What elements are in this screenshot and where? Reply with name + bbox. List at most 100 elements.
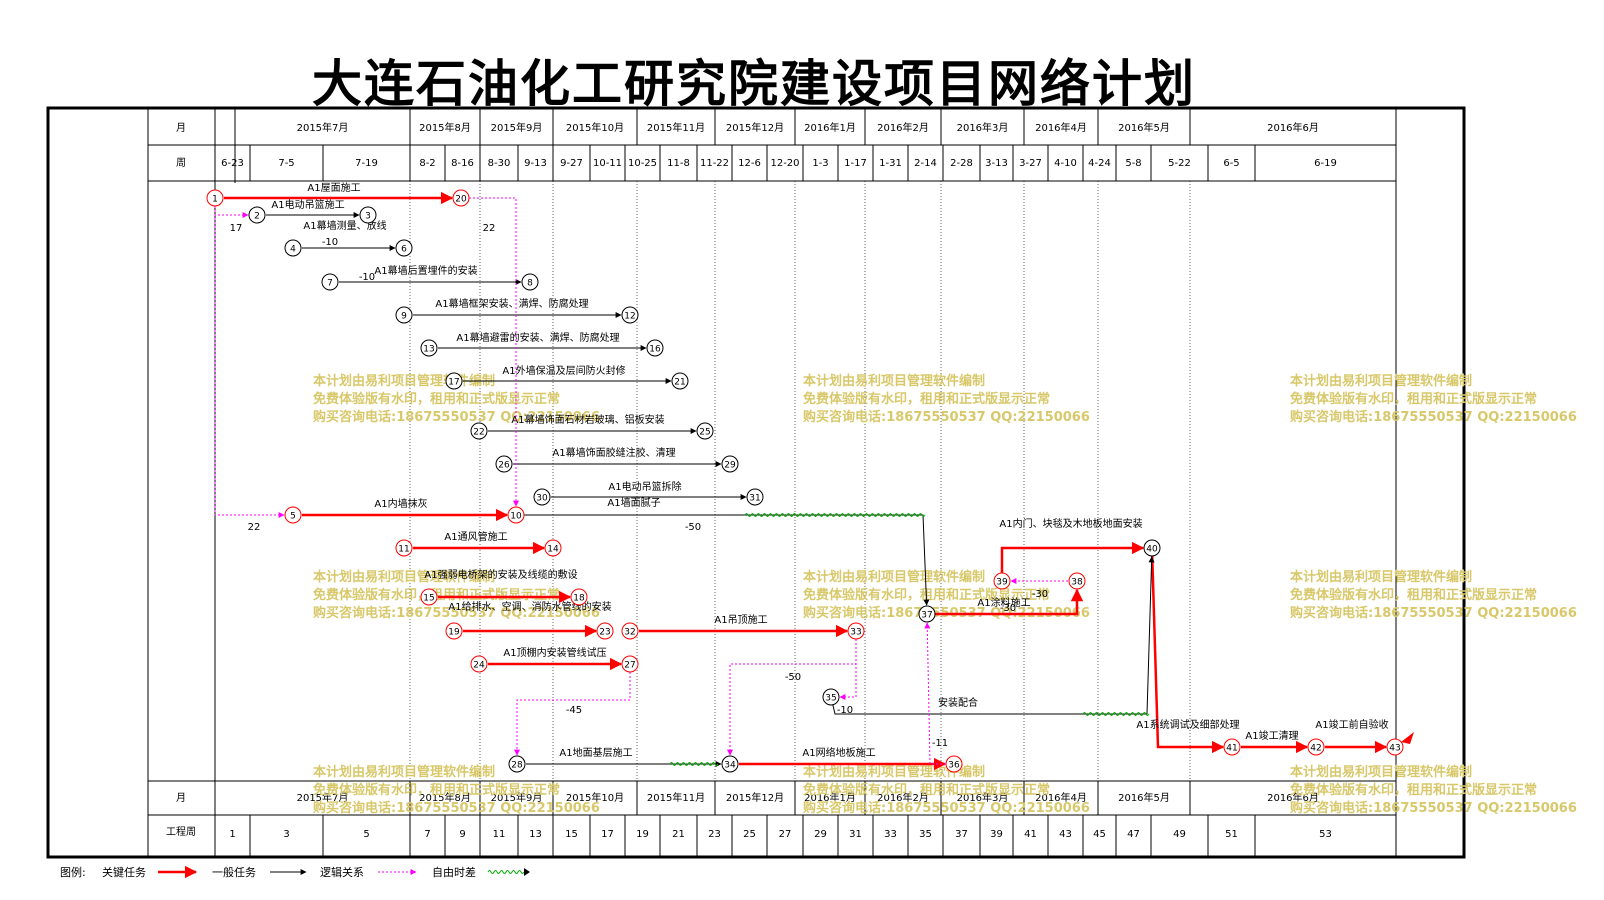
free-float-wave <box>744 513 926 517</box>
node-circle <box>721 755 739 773</box>
watermark-line: 购买咨询电话:18675550537 QQ:22150066 <box>803 800 1090 816</box>
activity-label: A1电动吊篮施工 <box>271 198 344 211</box>
activity-label: A1顶棚内安装管线试压 <box>503 646 606 659</box>
activity-arrow <box>461 197 519 507</box>
activity-label: A1通风管施工 <box>444 530 507 543</box>
week-label: 2-28 <box>950 158 973 169</box>
activity-label: A1内墙抹灰 <box>374 497 427 510</box>
node-number: 24 <box>473 661 485 671</box>
activity-arrow <box>1000 541 1145 581</box>
watermark-line: 本计划由易利项目管理软件编制 <box>1290 373 1472 389</box>
watermark-line: 本计划由易利项目管理软件编制 <box>803 373 985 389</box>
legend-logic-label: 逻辑关系 <box>320 865 364 879</box>
watermark-line: 本计划由易利项目管理软件编制 <box>803 569 985 585</box>
lag-label: -10 <box>322 237 338 248</box>
activity-label: A1幕墙框架安装、满焊、防腐处理 <box>435 297 588 310</box>
week-label: 10-11 <box>593 158 622 169</box>
activity-label: A1网络地板施工 <box>802 746 875 759</box>
workweek-label: 41 <box>1024 829 1037 840</box>
month-label: 2016年6月 <box>1267 791 1319 804</box>
activity-label: A1外墙保温及层间防火封修 <box>502 364 625 377</box>
workweek-row-label: 工程周 <box>166 826 196 838</box>
week-label: 3-13 <box>985 158 1008 169</box>
week-label: 2-14 <box>914 158 937 169</box>
finish-flag-icon <box>1401 732 1414 744</box>
month-label: 2016年5月 <box>1118 791 1170 804</box>
node-circle <box>420 339 438 357</box>
node-number: 11 <box>398 545 409 555</box>
workweek-label: 47 <box>1127 829 1140 840</box>
watermark-line: 购买咨询电话:18675550537 QQ:22150066 <box>1290 800 1577 816</box>
month-row-label: 月 <box>176 122 186 134</box>
lag-label: -50 <box>685 522 701 533</box>
week-label: 8-16 <box>451 158 474 169</box>
chart-title: 大连石油化工研究院建设项目网络计划 <box>312 54 1196 113</box>
activity-label: A1地面基层施工 <box>559 746 632 759</box>
month-label: 2015年9月 <box>491 121 543 134</box>
week-label: 11-8 <box>667 158 690 169</box>
node-circle <box>746 488 764 506</box>
node-number: 21 <box>674 378 685 388</box>
activity-label: 安装配合 <box>938 696 978 709</box>
workweek-label: 11 <box>493 829 506 840</box>
node-number: 14 <box>547 545 559 555</box>
node-number: 41 <box>1226 744 1237 754</box>
watermark-line: 购买咨询电话:18675550537 QQ:22150066 <box>1290 409 1577 425</box>
month-label: 2016年2月 <box>877 791 929 804</box>
node-number: 5 <box>290 512 296 522</box>
node-circle <box>918 605 936 623</box>
workweek-label: 23 <box>708 829 721 840</box>
node-number: 26 <box>498 461 510 471</box>
month-label: 2016年6月 <box>1267 121 1319 134</box>
workweek-label: 15 <box>565 829 578 840</box>
node-number: 7 <box>327 279 333 289</box>
legend-float-label: 自由时差 <box>432 865 476 879</box>
node-circle <box>521 273 539 291</box>
node-circle <box>1386 738 1404 756</box>
watermark-line: 免费体验版有水印，租用和正式版显示正常 <box>803 391 1050 407</box>
activity-arrow <box>516 514 930 606</box>
week-label: 8-30 <box>488 158 511 169</box>
node-number: 42 <box>1310 744 1321 754</box>
watermark-line: 购买咨询电话:18675550537 QQ:22150066 <box>1290 605 1577 621</box>
node-number: 12 <box>624 312 635 322</box>
workweek-label: 49 <box>1173 829 1186 840</box>
node-number: 10 <box>510 512 522 522</box>
week-label: 6-23 <box>221 158 244 169</box>
watermark-line: 本计划由易利项目管理软件编制 <box>1290 764 1472 780</box>
workweek-label: 29 <box>814 829 827 840</box>
legend-normal-label: 一般任务 <box>212 866 256 879</box>
watermark-line: 免费体验版有水印，租用和正式版显示正常 <box>1290 391 1537 407</box>
lag-label: 22 <box>248 522 261 533</box>
free-float-wave <box>669 762 719 766</box>
activity-arrow <box>927 588 1084 616</box>
watermark-line: 购买咨询电话:18675550537 QQ:22150066 <box>803 409 1090 425</box>
lag-label: -45 <box>566 705 582 716</box>
activity-label: A1吊顶施工 <box>714 613 767 626</box>
node-number: 6 <box>401 245 407 255</box>
week-label: 12-6 <box>738 158 761 169</box>
node-number: 43 <box>1389 744 1400 754</box>
activity-label: A1涂料施工 <box>977 596 1030 609</box>
activity-label: A1幕墙测量、放线 <box>303 219 386 232</box>
node-circle <box>621 622 639 640</box>
workweek-label: 27 <box>779 829 792 840</box>
lag-label: -11 <box>932 738 948 749</box>
node-circle <box>621 306 639 324</box>
watermark-line: 免费体验版有水印，租用和正式版显示正常 <box>1290 782 1537 798</box>
month-label: 2016年3月 <box>957 121 1009 134</box>
week-label: 1-17 <box>844 158 867 169</box>
workweek-label: 3 <box>283 829 289 840</box>
month-label: 2016年5月 <box>1118 121 1170 134</box>
workweek-label: 43 <box>1059 829 1072 840</box>
activity-label: A1给排水、空调、消防水管线的安装 <box>448 600 611 613</box>
activity-arrow <box>514 664 631 756</box>
workweek-label: 45 <box>1093 829 1106 840</box>
node-circle <box>847 622 865 640</box>
node-circle <box>621 655 639 673</box>
node-circle <box>284 506 302 524</box>
week-label: 10-25 <box>628 158 657 169</box>
node-number: 22 <box>473 428 484 438</box>
month-label: 2015年12月 <box>726 121 784 134</box>
